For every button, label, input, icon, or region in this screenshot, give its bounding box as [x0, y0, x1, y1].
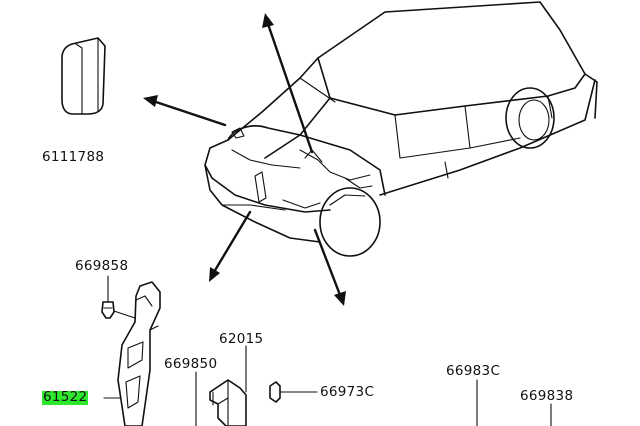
part-label-66983c[interactable]: 66983C [446, 363, 501, 379]
part-label-669850[interactable]: 669850 [164, 356, 218, 372]
part-label-66973c[interactable]: 66973C [320, 384, 375, 400]
part-label-669858[interactable]: 669858 [75, 258, 129, 274]
part-label-62015[interactable]: 62015 [219, 331, 264, 347]
part-label-6111788[interactable]: 6111788 [42, 149, 105, 165]
vehicle-illustration [204, 1, 598, 257]
part-61522-drawing [117, 281, 161, 426]
part-label-61522[interactable]: 61522 [42, 389, 89, 405]
bolt-669858-drawing [101, 275, 136, 319]
part-62015-drawing [209, 345, 247, 426]
part-6111788-drawing [61, 37, 106, 115]
screw-66973c-drawing [269, 381, 318, 403]
pointer-arrows [143, 13, 346, 306]
part-label-669838[interactable]: 669838 [520, 388, 574, 404]
